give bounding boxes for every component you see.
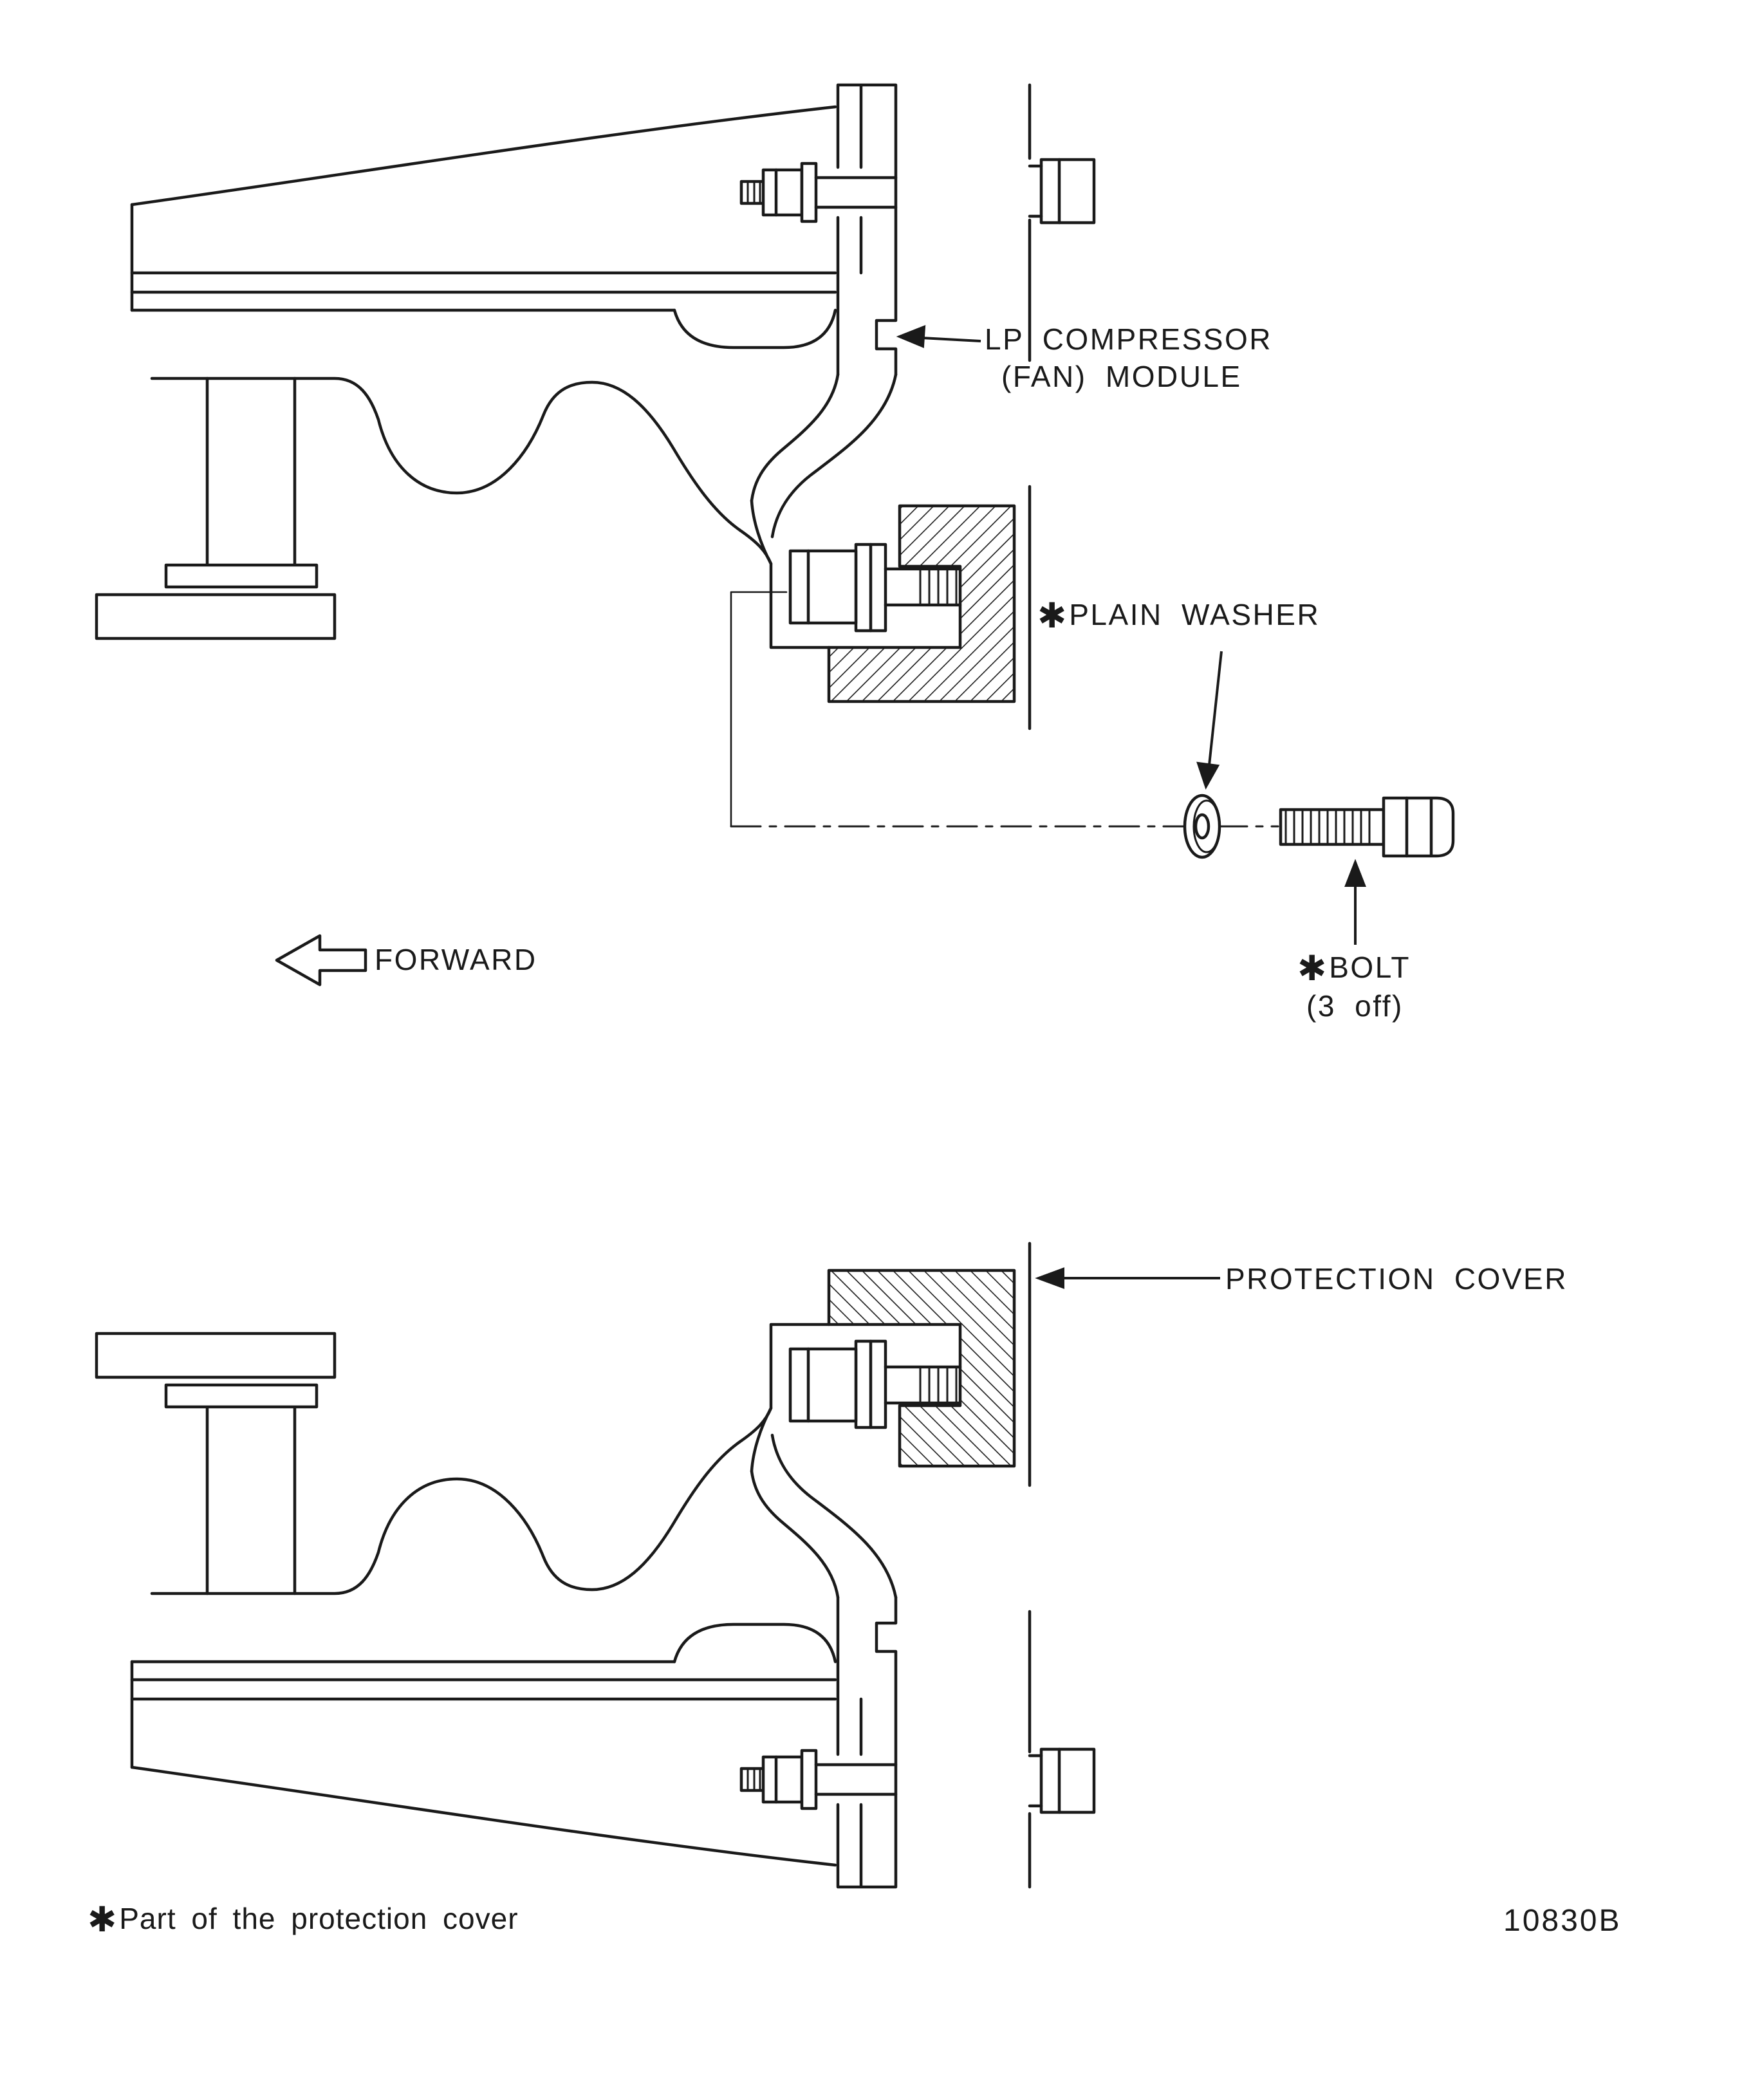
lp-module-line2: (FAN) MODULE: [1001, 360, 1242, 393]
lp-module-leader: [896, 324, 981, 348]
figure-reference: 10830B: [1503, 1902, 1622, 1940]
plain-washer-text: PLAIN WASHER: [1069, 598, 1321, 631]
engine-section-top: [97, 85, 1094, 729]
label-plain-washer: ✱PLAIN WASHER: [1037, 596, 1320, 635]
bolt-qty: (3 off): [1306, 989, 1404, 1023]
forward-text: FORWARD: [375, 943, 537, 976]
asterisk-symbol: ✱: [88, 1900, 117, 1939]
label-forward: FORWARD: [375, 941, 537, 978]
asterisk-symbol: ✱: [1297, 949, 1327, 988]
protection-cover-text: PROTECTION COVER: [1225, 1262, 1568, 1296]
lp-module-arrowhead: [896, 324, 926, 348]
bolt-arrowhead: [1344, 859, 1366, 887]
plain-washer-part: [1183, 794, 1221, 859]
label-bolt: ✱BOLT (3 off): [1297, 949, 1411, 1025]
footnote: ✱Part of the protection cover: [88, 1900, 519, 1938]
bolt-text: BOLT: [1329, 951, 1411, 984]
protection-cover-leader: [1035, 1267, 1220, 1289]
leader-arrows: [896, 324, 1366, 1289]
footnote-text: Part of the protection cover: [119, 1902, 519, 1935]
plain-washer-leader: [1196, 651, 1223, 790]
lp-module-line1: LP COMPRESSOR: [985, 322, 1272, 356]
leader-thin-line: [730, 591, 788, 828]
bolt-part: [1279, 796, 1455, 858]
exploded-parts: [730, 591, 1455, 859]
plain-washer-arrowhead: [1196, 761, 1220, 790]
forward-arrow-icon: [275, 934, 367, 987]
label-protection-cover: PROTECTION COVER: [1225, 1260, 1568, 1297]
asterisk-symbol: ✱: [1037, 597, 1067, 635]
figure-reference-text: 10830B: [1503, 1904, 1622, 1938]
protection-cover-arrowhead: [1035, 1267, 1064, 1289]
label-lp-compressor-module: LP COMPRESSOR (FAN) MODULE: [985, 321, 1272, 395]
bolt-leader: [1344, 859, 1366, 945]
engine-section-bottom: [97, 1243, 1094, 1887]
